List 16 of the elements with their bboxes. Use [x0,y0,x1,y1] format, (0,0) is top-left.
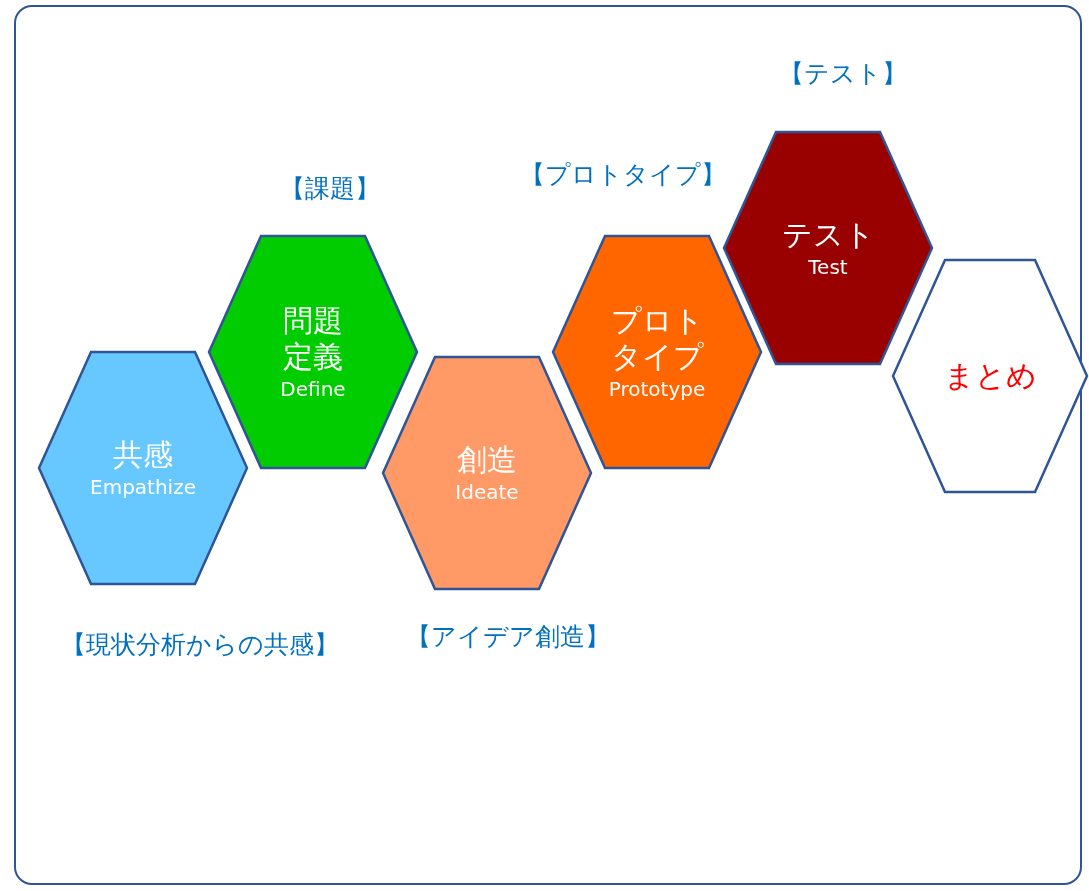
step-subtitle: Test [808,255,848,279]
step-caption: 【アイデア創造】 [406,621,610,653]
step-caption: 【課題】 [280,173,380,205]
step-caption: 【テスト】 [779,58,907,90]
step-caption: 【現状分析からの共感】 [61,629,339,661]
step-title: テスト [781,217,875,253]
step-caption: 【プロトタイプ】 [520,159,726,191]
step-title: 創造 [457,442,517,478]
step-subtitle: Prototype [608,377,706,401]
step-subtitle: Empathize [90,475,196,499]
step-title: プロトタイプ [610,303,704,375]
step-title: 問題定義 [282,303,344,375]
step-subtitle: Define [280,377,346,401]
step-title: 共感 [113,437,173,473]
step-subtitle: Ideate [455,480,519,504]
step-title: まとめ [943,358,1037,394]
